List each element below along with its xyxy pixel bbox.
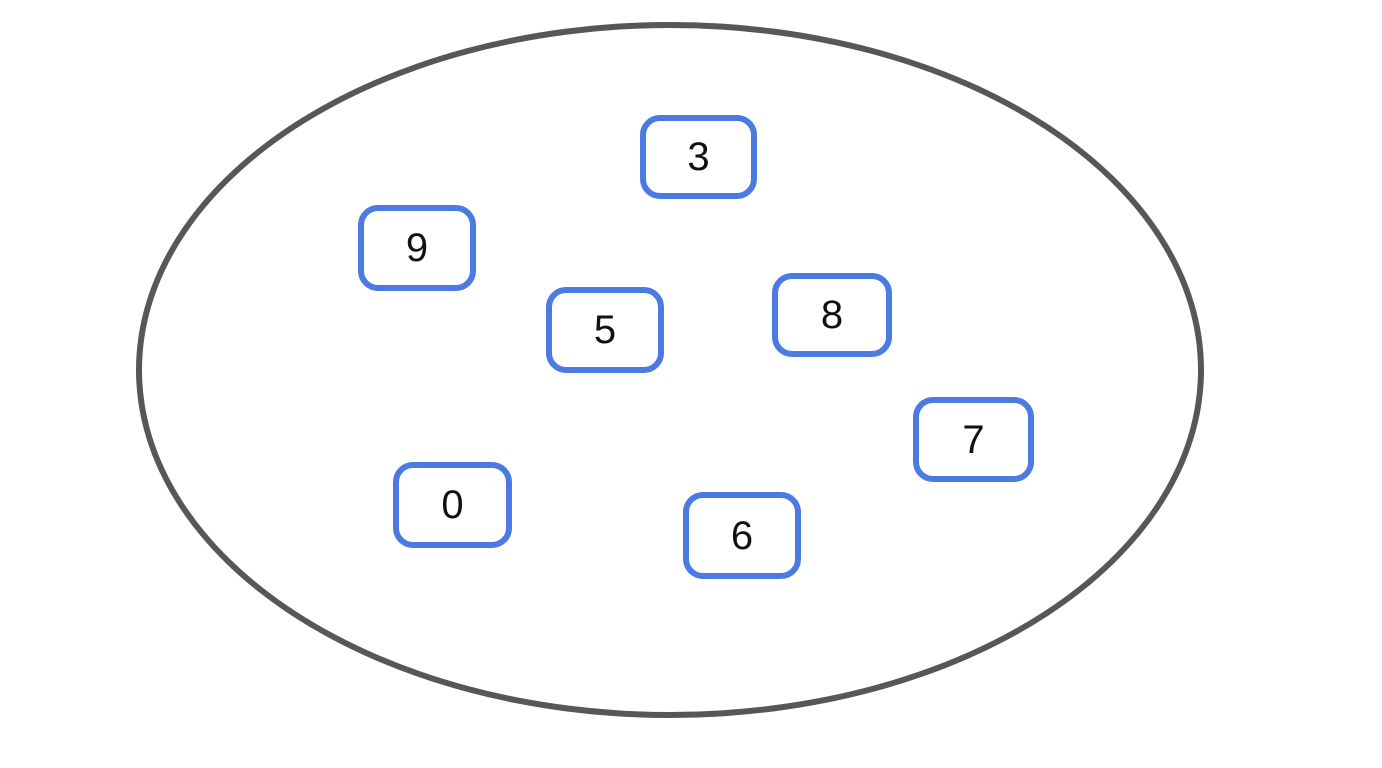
number-tile-label: 5 bbox=[593, 308, 617, 352]
number-tile[interactable]: 6 bbox=[683, 492, 801, 579]
number-tile[interactable]: 5 bbox=[546, 287, 664, 373]
number-tile-label: 9 bbox=[405, 226, 429, 270]
number-tile[interactable]: 9 bbox=[358, 205, 476, 291]
number-tile[interactable]: 3 bbox=[640, 115, 757, 199]
number-tile-label: 8 bbox=[820, 293, 844, 337]
number-tile[interactable]: 8 bbox=[772, 273, 892, 357]
number-tile[interactable]: 7 bbox=[913, 397, 1034, 482]
number-tile-label: 7 bbox=[962, 417, 985, 462]
number-tile-label: 6 bbox=[730, 513, 754, 558]
number-tile[interactable]: 0 bbox=[393, 462, 512, 548]
number-tile-label: 0 bbox=[441, 483, 464, 527]
number-tile-label: 3 bbox=[687, 135, 710, 179]
